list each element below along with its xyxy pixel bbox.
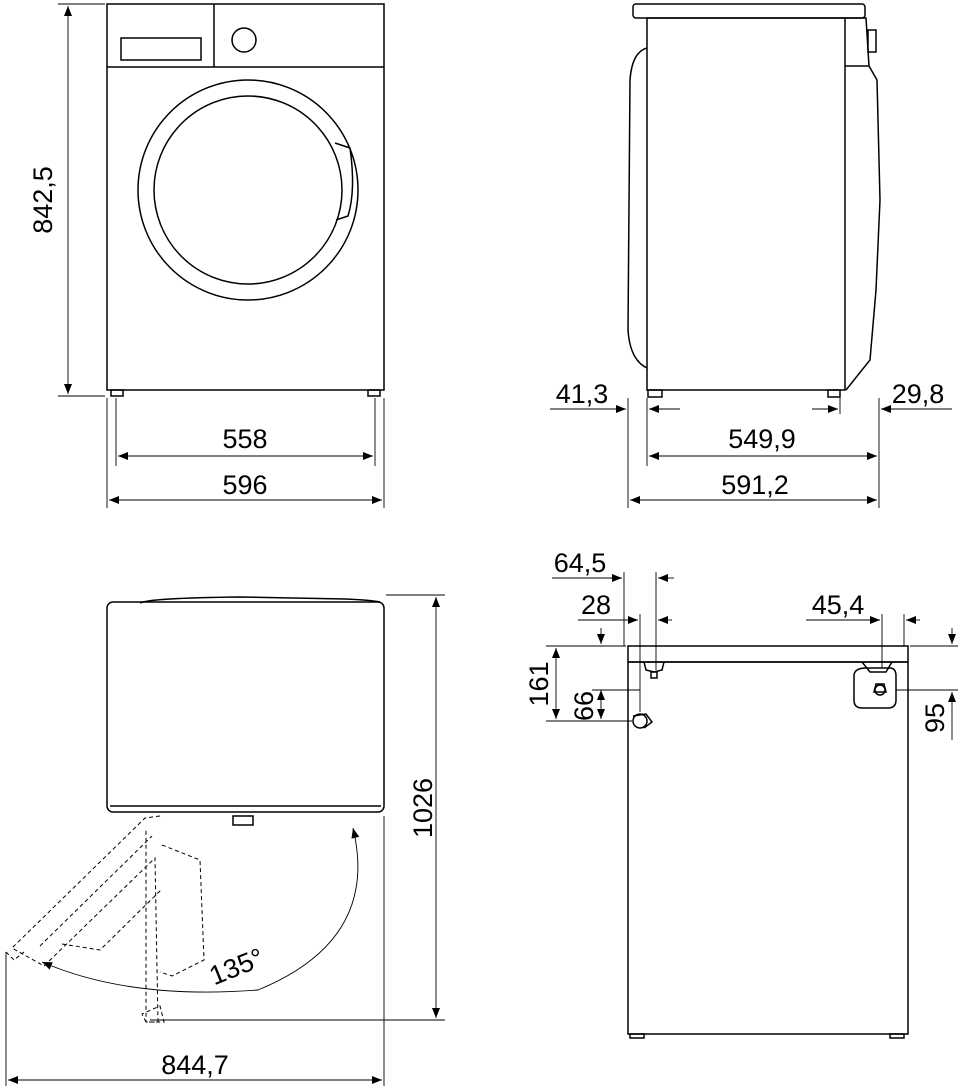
rear-left-foot bbox=[629, 1033, 645, 1039]
side-inner-depth-label: 549,9 bbox=[728, 424, 796, 454]
front-right-foot bbox=[367, 389, 381, 397]
side-body bbox=[646, 17, 846, 391]
door-swing-arc bbox=[41, 827, 360, 993]
side-worktop bbox=[632, 3, 866, 19]
top-view-door-open: 135° 1026 844,7 bbox=[5, 594, 445, 1086]
drain-outlet-icon bbox=[632, 713, 648, 729]
rear-body bbox=[627, 661, 909, 1035]
inlet-valve bbox=[853, 667, 897, 709]
top-worktop-edge bbox=[139, 596, 381, 604]
rear-height-c-label: 95 bbox=[920, 703, 950, 733]
side-rear-foot bbox=[827, 389, 841, 398]
open-door-dashed-outline bbox=[11, 815, 161, 1023]
detergent-drawer bbox=[120, 37, 202, 61]
side-door-bulge bbox=[627, 47, 648, 369]
side-front-foot bbox=[647, 389, 663, 398]
front-outer-width-label: 596 bbox=[222, 470, 267, 500]
rear-view: 64,5 28 45,4 161 66 95 bbox=[524, 548, 958, 1039]
side-hose-connector bbox=[867, 29, 877, 53]
door-angle-label: 135° bbox=[205, 942, 268, 991]
door-handle bbox=[334, 142, 354, 221]
rear-dim-b-label: 28 bbox=[581, 590, 611, 620]
front-height-label: 842,5 bbox=[28, 166, 58, 234]
front-left-foot bbox=[110, 389, 124, 397]
rear-dim-c-label: 45,4 bbox=[812, 590, 865, 620]
water-inlet-fitting bbox=[643, 661, 665, 673]
rear-height-b-label: 66 bbox=[569, 691, 599, 721]
side-outer-depth-label: 591,2 bbox=[721, 470, 789, 500]
rear-top-panel bbox=[627, 645, 909, 663]
top-depth-label: 1026 bbox=[408, 778, 438, 838]
top-door-hinge bbox=[232, 815, 254, 826]
top-body bbox=[106, 601, 385, 813]
side-right-offset-label: 29,8 bbox=[892, 379, 945, 409]
front-body bbox=[106, 3, 385, 391]
door-glass bbox=[153, 95, 343, 285]
side-view: 41,3 29,8 549,9 591,2 bbox=[550, 3, 952, 508]
rear-right-foot bbox=[889, 1033, 905, 1039]
rear-dim-a-label: 64,5 bbox=[554, 548, 607, 578]
front-view: 842,5 558 596 bbox=[28, 3, 385, 508]
rear-height-a-label: 161 bbox=[524, 661, 554, 706]
door-outer-ring bbox=[137, 79, 359, 301]
front-inner-width-label: 558 bbox=[222, 424, 267, 454]
side-left-offset-label: 41,3 bbox=[556, 379, 609, 409]
top-width-label: 844,7 bbox=[161, 1050, 229, 1080]
side-rear-panel bbox=[845, 17, 881, 391]
program-knob bbox=[231, 27, 257, 53]
